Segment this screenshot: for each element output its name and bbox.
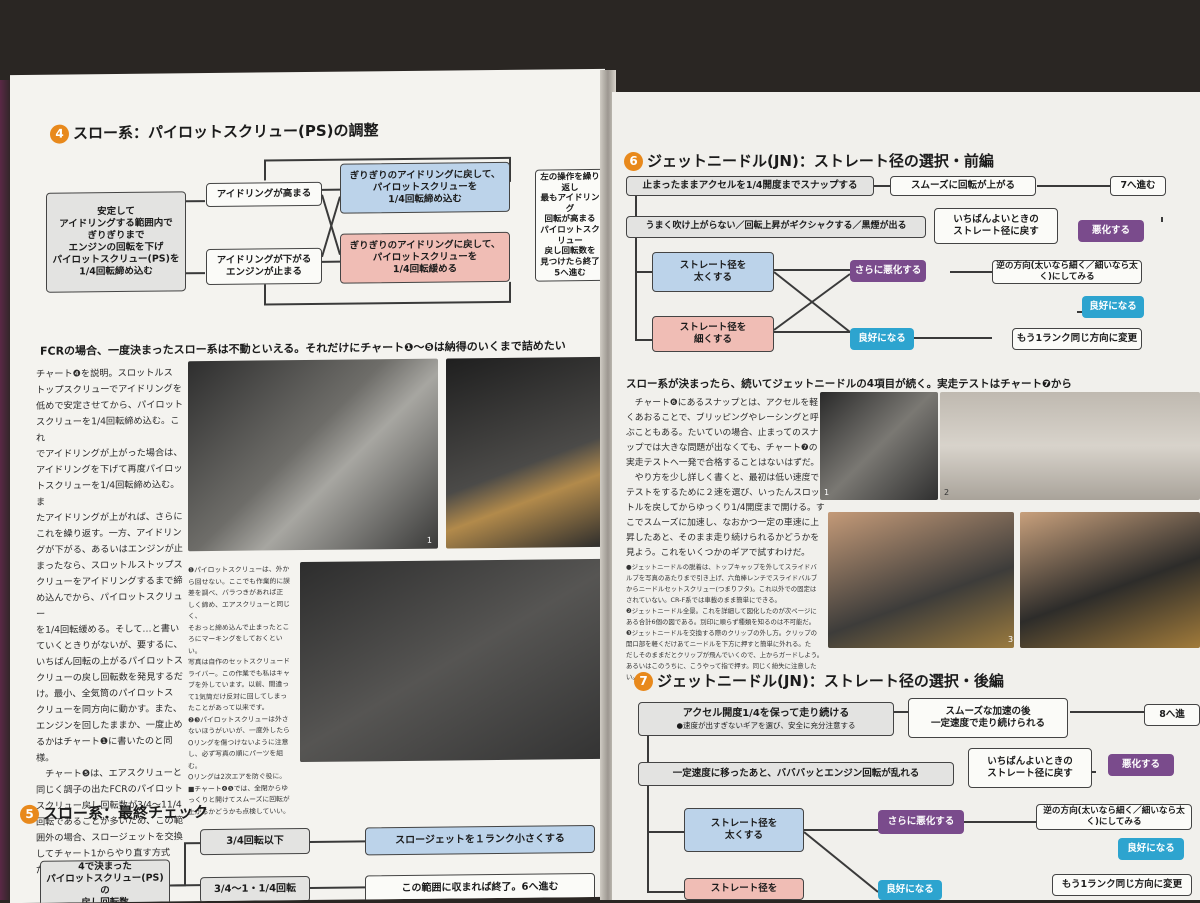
photo-number-2: 2 [944, 488, 950, 497]
thicker-box: ストレート径を 太くする [652, 252, 774, 292]
more-worse7-badge: さらに悪化する [878, 810, 964, 834]
jet-needle-photo: 2 [940, 392, 1200, 500]
thicker7-box: ストレート径を 太くする [684, 808, 804, 852]
section6-number: 6 [624, 152, 643, 171]
accel-label: アクセル開度1/4を保って走り続ける [682, 708, 850, 720]
photo-number-3: 3 [1008, 635, 1014, 644]
flowchart4-connectors [185, 156, 511, 306]
better7-badge: 良好になる [1118, 838, 1184, 860]
accel-note: ●速度が出すぎないギアを選び、安全に充分注意する [676, 720, 856, 730]
clip-photo-a [828, 512, 1014, 648]
reverse-box: 逆の方向(太いなら細く／細いなら太く)にしてみる [992, 260, 1142, 284]
section7-number: 7 [634, 672, 653, 691]
right-lead: スロー系が決まったら、続いてジェットニードルの4項目が続く。実走テストはチャート… [626, 378, 1072, 390]
bad-blow-box: うまく吹け上がらない／回転上昇がギクシャクする／黒煙が出る [626, 216, 926, 238]
better7b-badge: 良好になる [878, 880, 942, 900]
smooth7-box: スムーズな加速の後 一定速度で走り続けられる [908, 698, 1068, 738]
clip-photo-b: 3 [1008, 512, 1200, 648]
one-more-box: もう1ランク同じ方向に変更 [1012, 328, 1142, 350]
bad7-box: 一定速度に移ったあと、バババッとエンジン回転が乱れる [638, 762, 954, 786]
smooth-box: スムーズに回転が上がる [890, 176, 1036, 196]
range-ok-box: 3/4〜1・1/4回転 [200, 875, 310, 903]
flowchart6-connectors [635, 185, 1163, 341]
section7-title: ジェットニードル(JN)：ストレート径の選択・後編 [657, 672, 1004, 690]
worse-badge: 悪化する [1078, 220, 1144, 242]
best-box: いちばんよいときの ストレート径に戻す [934, 208, 1058, 244]
snap-box: 止まったままアクセルを1/4開度までスナップする [626, 176, 874, 196]
accel-box: アクセル開度1/4を保って走り続ける ●速度が出すぎないギアを選び、安全に充分注… [638, 702, 894, 736]
more-worse-badge: さらに悪化する [850, 260, 926, 282]
one-more7-box: もう1ランク同じ方向に変更 [1052, 874, 1192, 896]
range-under-box: 3/4回転以下 [200, 827, 310, 856]
section6-title: ジェットニードル(JN)：ストレート径の選択・前編 [647, 152, 994, 170]
best7-box: いちばんよいときの ストレート径に戻す [968, 748, 1092, 788]
next8-box: 8へ進 [1144, 704, 1200, 726]
photo-number-1: 1 [824, 488, 830, 497]
needle-removal-photo: 1 [820, 392, 938, 500]
reverse7-box: 逆の方向(太いなら細く／細いなら太く)にしてみる [1036, 804, 1192, 830]
worse7-badge: 悪化する [1108, 754, 1174, 776]
finish-box: この範囲に収まれば終了。6へ進む [365, 872, 595, 903]
section5-start-box: 4で決まった パイロットスクリュー(PS)の 戻し回転数 [40, 859, 170, 903]
right-caption: ●ジェットニードルの脱着は、トップキャップを外してスライドバ ルブを写真のあたり… [626, 563, 824, 681]
better-badge: 良好になる [850, 328, 914, 350]
thinner7-box: ストレート径を [684, 878, 804, 900]
next7-box: 7へ進む [1110, 176, 1166, 196]
right-body-text: チャート❻にあるスナップとは、アクセルを軽 くあおることで、ブリッピングやレーシ… [626, 398, 825, 558]
better2-badge: 良好になる [1082, 296, 1144, 318]
magazine-edge [0, 80, 12, 900]
thinner-box: ストレート径を 細くする [652, 316, 774, 352]
flowchart5-connectors [170, 840, 365, 889]
smaller-jet-box: スロージェットを１ランク小さくする [365, 824, 595, 856]
